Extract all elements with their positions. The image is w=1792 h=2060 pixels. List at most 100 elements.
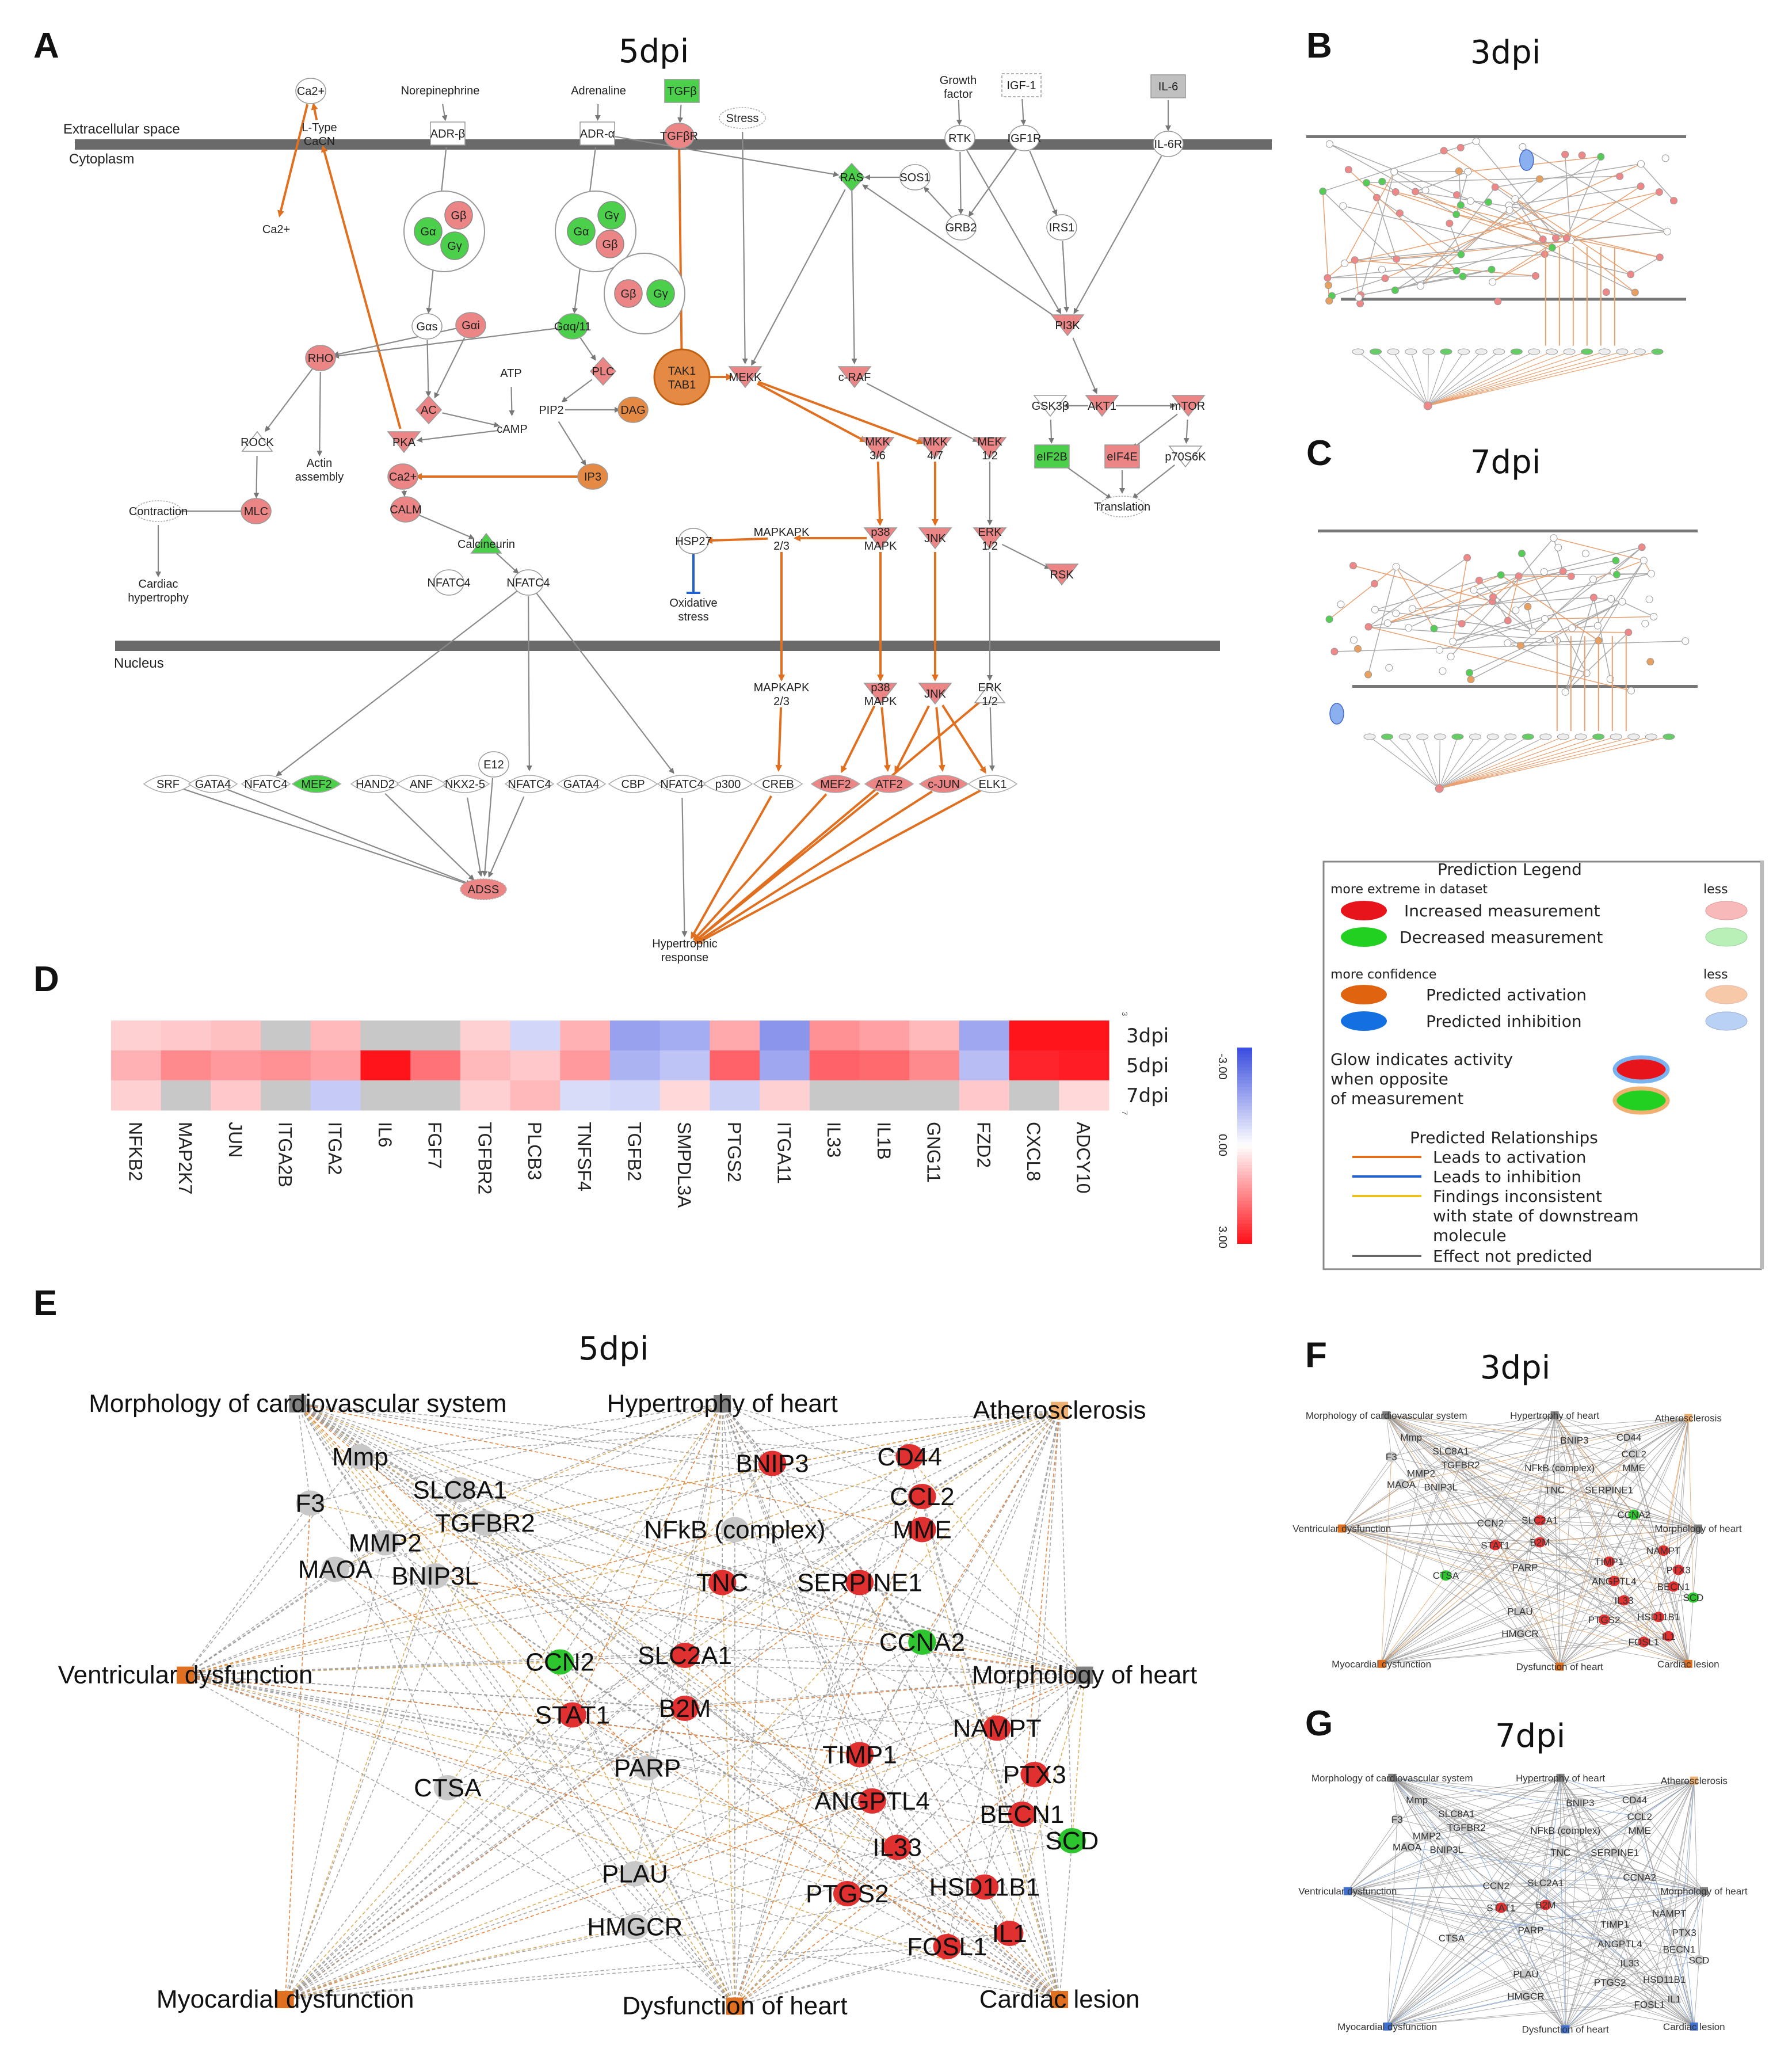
network-edge [1554,1489,1699,1529]
pathway-node-label: ATP [500,367,521,380]
heatmap-cell [360,1050,411,1081]
pathway-node-pi3k: PI3K [1050,314,1085,337]
edge-mekk-mkk47 [757,380,924,445]
network-edge [1524,1567,1560,1667]
heatmap-row-label: 7dpi [1126,1084,1169,1107]
network-edge [1565,1998,1675,2030]
network-edge [285,1708,685,2000]
gene-node-slc2a1 [1539,1878,1551,1888]
network-edge [1629,1418,1688,1438]
mini-edge [1439,736,1528,789]
pathway-node-stress: Stress [719,107,766,129]
pathway-node-adss: ADSS [460,878,507,900]
function-node-dys-heart [1561,2025,1570,2034]
colorbar-step [1237,1210,1252,1214]
gene-node-il33 [1624,1958,1635,1968]
pathway-node-label: IL-6 [1158,81,1178,93]
mini-node [1458,620,1466,628]
gene-label: F3 [295,1490,325,1518]
function-label: Morphology of heart [1660,1886,1747,1897]
network-edge [1440,1418,1688,1488]
colorbar-step [1237,1109,1252,1114]
pathway-node-label: IRS1 [1049,222,1074,234]
function-label: Dysfunction of heart [1522,2024,1609,2035]
gene-label: CCN2 [1483,1880,1509,1891]
mini-node [1392,610,1400,618]
network-edge [634,1410,1060,1875]
panel-e-letter: E [33,1284,57,1323]
legend-less-2: less [1703,968,1728,982]
gene-node-bnip3 [758,1450,787,1476]
network-edge [1386,1415,1634,1516]
network-edge [1410,1437,1560,1667]
network-edge [859,1582,1060,2000]
pathway-node-label: Gαs [416,321,437,333]
network-edge [1347,1802,1581,1892]
network-edge [310,1502,735,2007]
mini-edge [1452,557,1468,642]
pathway-node-label: DAG [620,404,645,417]
network-edge [1347,1816,1640,1892]
edge-mapkapk_n-creb [775,707,783,772]
network-edge [1565,1982,1610,2029]
pathway-node-adrenaline: Adrenaline [571,85,626,97]
gene-label: NFkB (complex) [1530,1825,1600,1836]
gene-label: MMP2 [349,1529,422,1558]
panel-a-letter: A [33,26,59,66]
network-edge [859,1582,1085,1676]
pathway-node-cjun: c-JUN [918,775,969,793]
gene-label: HMGCR [1501,1628,1538,1639]
panel-f-letter: F [1305,1335,1327,1375]
panel-e: E 5dpi Morphology of cardiovascular syst… [33,1284,1197,2020]
network-edge [360,1456,735,2006]
mini-pathway-7dpi [1318,530,1698,793]
network-edge [459,1489,1060,2000]
mini-tf-node [1598,348,1611,355]
gene-label: B2M [1535,1900,1555,1911]
network-edge [185,1674,860,1756]
network-edge [1059,1840,1073,2000]
mini-node [1661,154,1669,162]
network-edge [1387,1924,1615,2027]
pathway-node-tgfb: TGFβ [664,79,700,103]
colorbar-step [1237,1168,1252,1172]
network-edge [1347,1849,1447,1892]
edge-srf-adss [181,787,472,886]
network-edge [1341,1528,1664,1551]
heatmap-col-label: ITGA2 [325,1122,345,1175]
gene-label: SERPINE1 [797,1569,922,1597]
gene-node-ctsa [433,1775,462,1800]
gene-label: CCNA2 [1617,1510,1650,1521]
edge-hand2-adss [384,793,475,881]
network-edge [1610,1891,1705,1983]
edge-jnk_n-atf2 [894,705,930,774]
network-edge [447,1403,723,1788]
network-edge [1664,1780,1695,1980]
gene-node-bnip3l [1440,1844,1452,1855]
network-edge [285,1642,922,2000]
pathway-node-label: cAMP [497,423,527,436]
gene-label: ANGPTL4 [1597,1939,1642,1949]
network-edge [1347,1891,1699,1961]
mini-node [1561,150,1569,158]
pathway-node-ip3: IP3 [577,463,608,490]
mini-node [1593,622,1602,630]
pathway-node-label: L-Type [302,121,337,134]
mini-node [1581,550,1589,558]
mini-edge [1452,620,1508,642]
gene-label: PTGS2 [806,1880,889,1908]
gene-label: ANGPTL4 [1592,1576,1636,1587]
mini-edge [1473,589,1533,632]
network-edge [1519,1415,1555,1612]
mini-edge [1428,351,1605,406]
edge-nfatc4-nfatc4c [536,593,674,774]
network-edge [185,1568,335,1676]
network-edge [1560,1777,1640,1817]
network-edge [434,1410,1060,1577]
network-edge [1559,1586,1674,1667]
